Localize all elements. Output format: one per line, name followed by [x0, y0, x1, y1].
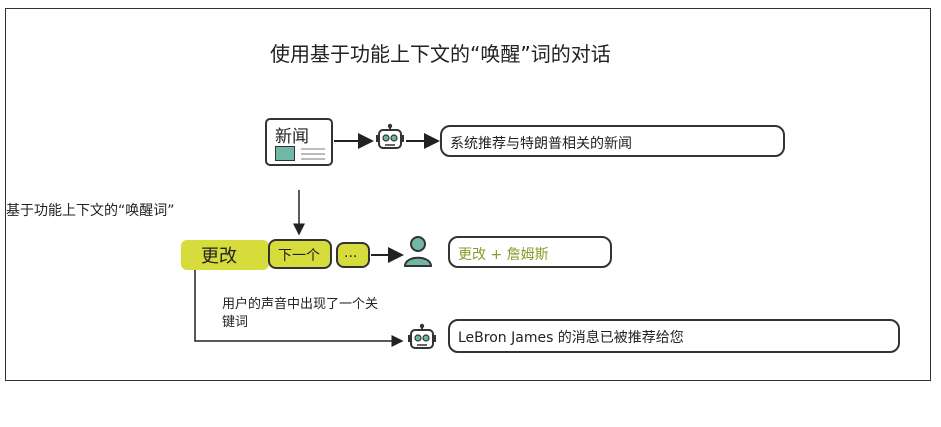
- news-text-line: [301, 148, 325, 150]
- news-image: [275, 146, 295, 161]
- diagram-title: 使用基于功能上下文的“唤醒”词的对话: [270, 42, 611, 66]
- next-chip-label: 下一个: [278, 248, 320, 264]
- news-text-line: [301, 158, 325, 160]
- next-chip: 下一个: [268, 239, 332, 269]
- bot-reply-bubble-2: LeBron James 的消息已被推荐给您: [448, 319, 900, 353]
- news-label: 新闻: [275, 127, 309, 147]
- more-chip: ...: [336, 242, 370, 268]
- user-utterance-bubble: 更改 + 詹姆斯: [448, 236, 612, 268]
- newspaper-icon: 新闻: [265, 118, 333, 166]
- bot-reply-text-2: LeBron James 的消息已被推荐给您: [458, 330, 684, 346]
- user-utterance-text: 更改 + 詹姆斯: [458, 247, 549, 263]
- robot-icon: [408, 323, 436, 349]
- more-chip-label: ...: [344, 245, 358, 261]
- robot-icon: [376, 123, 404, 149]
- bot-reply-text-1: 系统推荐与特朗普相关的新闻: [450, 136, 632, 152]
- change-keyword: 更改: [201, 246, 237, 267]
- context-wakeword-label: 基于功能上下文的“唤醒词”: [6, 203, 175, 219]
- news-text-line: [301, 153, 325, 155]
- bot-reply-bubble-1: 系统推荐与特朗普相关的新闻: [440, 125, 785, 157]
- keyword-note: 用户的声音中出现了一个关键词: [222, 296, 382, 332]
- arrow-keyword-to-bot: [194, 270, 404, 347]
- user-icon: [403, 236, 433, 267]
- diagram-frame: [5, 8, 931, 381]
- change-highlight: [181, 240, 269, 270]
